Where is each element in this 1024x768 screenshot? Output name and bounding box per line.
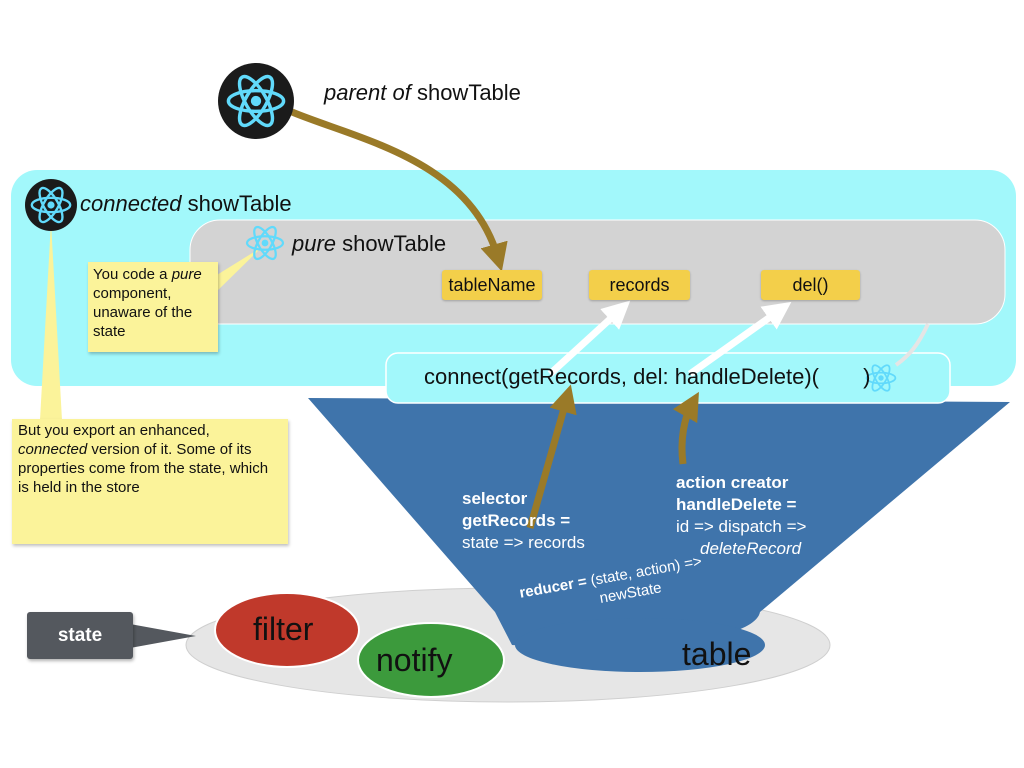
action-title: action creator (676, 473, 789, 492)
action-expression: id => dispatch => (676, 517, 807, 536)
connect-expression: connect(getRecords, del: handleDelete)( … (424, 364, 870, 390)
filter-blob (214, 592, 360, 668)
table-blob (515, 618, 765, 672)
pure-label: pure showTable (292, 231, 446, 257)
note-connected-italic: connected (18, 441, 88, 458)
action-delete-record: deleteRecord (700, 539, 802, 558)
selector-arrow (526, 384, 577, 529)
del-arrow (687, 301, 792, 377)
parent-italic-text: parent of (324, 80, 411, 105)
pure-italic-text: pure (292, 231, 337, 256)
parent-arrow (290, 108, 508, 272)
store-funnel (308, 398, 1010, 649)
react-logo-icon (25, 179, 77, 231)
action-creator-block: action creator handleDelete = id => disp… (676, 472, 806, 560)
pure-name-text: showTable (336, 231, 447, 256)
parent-label: parent of showTable (324, 80, 521, 106)
note-connected-pre: But you export an enhanced, (18, 422, 210, 439)
connected-label: connected showTable (80, 191, 292, 217)
note-pure-pre: You code a (93, 266, 172, 283)
filter-label: filter (253, 611, 314, 647)
selector-expression: state => records (462, 533, 585, 552)
records-arrow (547, 300, 631, 377)
note-connected-pointer (40, 222, 62, 420)
note-connected-post: version of it. Some of its properties co… (18, 441, 269, 496)
notify-blob (357, 622, 505, 698)
table-label: table (682, 636, 752, 672)
connect-box (385, 352, 951, 404)
connected-italic-text: connected (80, 191, 182, 216)
selector-block: selector getRecords = state => records (462, 488, 585, 554)
notify-label: notify (376, 642, 453, 678)
note-connected-version: But you export an enhanced, connected ve… (12, 419, 288, 544)
state-tag-pointer (130, 624, 196, 648)
parent-name-text: showTable (410, 80, 521, 105)
action-arrow (672, 391, 699, 465)
react-logo-icon (218, 63, 294, 139)
action-name: handleDelete = (676, 495, 797, 514)
connected-name-text: showTable (181, 191, 292, 216)
note-pure-italic: pure (171, 266, 202, 283)
note-pure-component: You code a pure component, unaware of th… (88, 262, 218, 352)
note-pure-post: component, unaware of the state (93, 285, 193, 340)
prop-del: del() (761, 270, 860, 300)
prop-records: records (589, 270, 690, 300)
state-tag: state (27, 612, 133, 659)
connect-expression-post: ) (857, 364, 871, 389)
selector-title: selector (462, 489, 528, 508)
note-pure-pointer (212, 247, 262, 296)
connect-expression-pre: connect(getRecords, del: handleDelete)( (424, 364, 820, 389)
selector-name: getRecords = (462, 511, 571, 530)
connector-curve (894, 323, 930, 367)
prop-tablename: tableName (442, 270, 542, 300)
